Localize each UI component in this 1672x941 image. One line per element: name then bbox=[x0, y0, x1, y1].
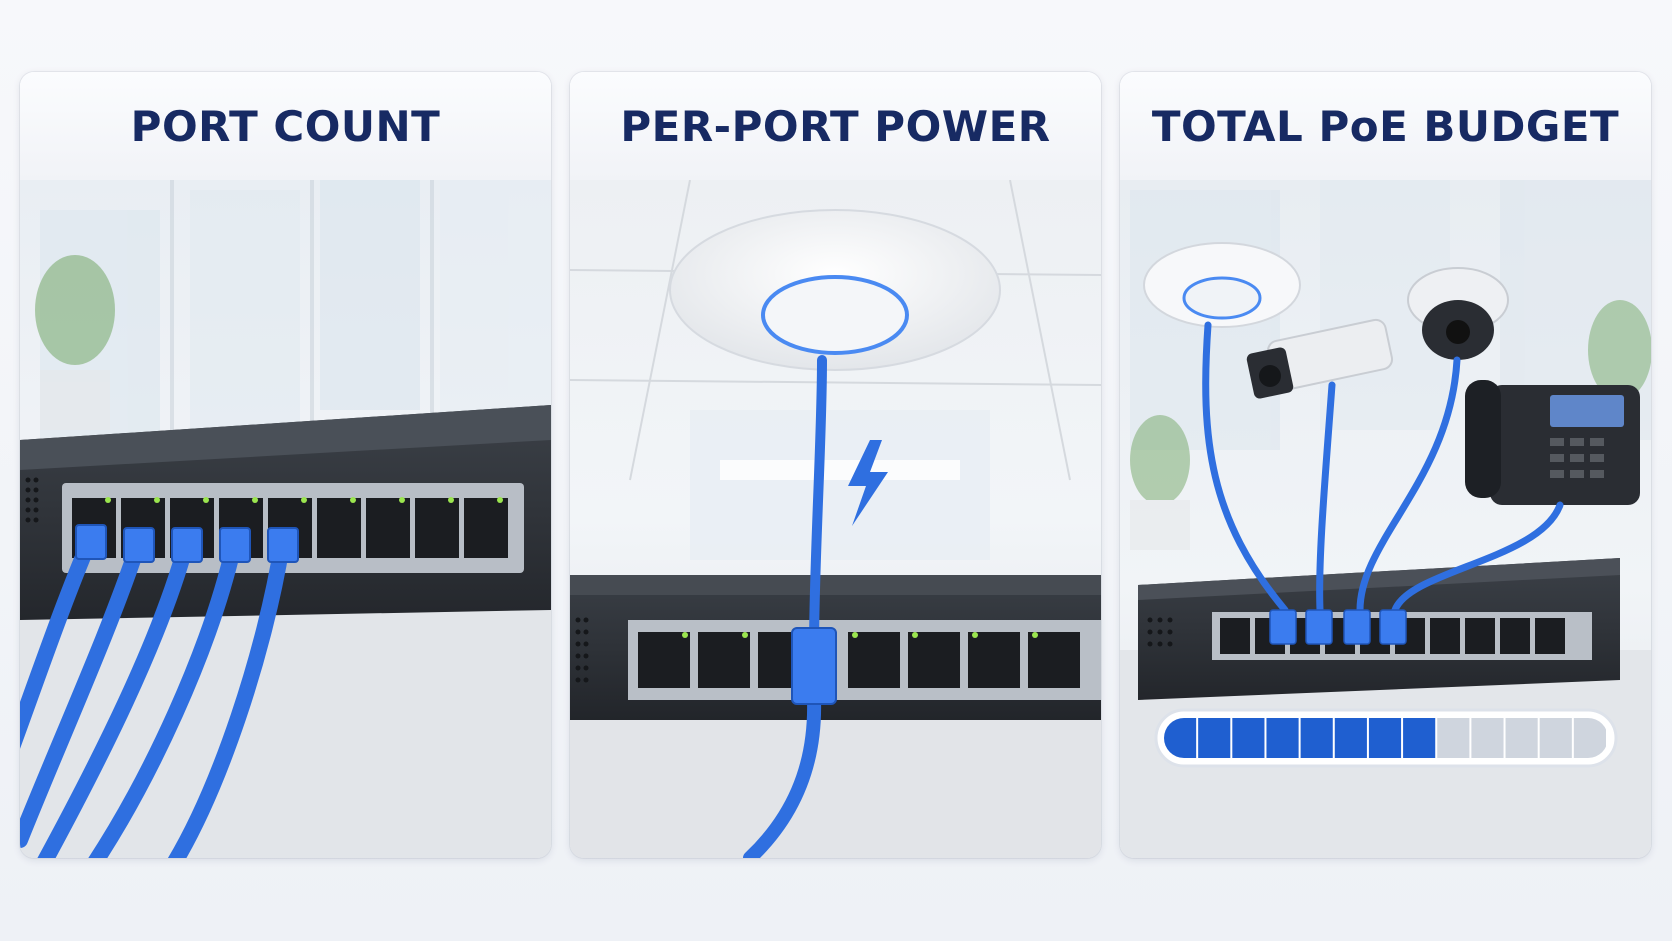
budget-segment-used bbox=[1403, 718, 1436, 758]
poe-budget-illustration bbox=[1120, 180, 1651, 858]
budget-segment-used bbox=[1300, 718, 1333, 758]
budget-segment-used bbox=[1368, 718, 1402, 758]
budget-segment-used bbox=[1334, 718, 1367, 758]
panel-title: PORT COUNT bbox=[130, 101, 441, 151]
ethernet-cables bbox=[20, 532, 290, 858]
panel-per-port-power: PER-PORT POWER bbox=[570, 72, 1101, 858]
panel-port-count: PORT COUNT bbox=[20, 72, 551, 858]
bullet-camera bbox=[1246, 318, 1394, 399]
dome-camera bbox=[1407, 267, 1509, 360]
budget-segment-used bbox=[1266, 718, 1299, 758]
panel-header: TOTAL PoE BUDGET bbox=[1120, 72, 1651, 181]
budget-segment-used bbox=[1232, 718, 1265, 758]
switch-with-cables-image bbox=[20, 180, 551, 858]
poe-devices-image bbox=[1120, 180, 1651, 858]
budget-segment-free bbox=[1471, 718, 1504, 758]
poe-budget-bar bbox=[1154, 708, 1618, 768]
ethernet-ports bbox=[638, 632, 1080, 688]
wireless-access-point bbox=[1143, 242, 1301, 328]
panel-header: PORT COUNT bbox=[20, 72, 551, 181]
ethernet-cables bbox=[1202, 321, 1564, 614]
budget-segment-used bbox=[1198, 718, 1231, 758]
budget-segment-used bbox=[1164, 718, 1197, 758]
budget-segment-free bbox=[1573, 718, 1606, 758]
ip-phone bbox=[1465, 380, 1640, 505]
plant bbox=[35, 255, 115, 430]
access-point-image bbox=[570, 180, 1101, 858]
lightning-icon bbox=[848, 440, 888, 526]
plant bbox=[1130, 300, 1651, 550]
budget-segment-free bbox=[1437, 718, 1470, 758]
panel-title: TOTAL PoE BUDGET bbox=[1151, 101, 1620, 151]
panel-total-poe-budget: TOTAL PoE BUDGET bbox=[1120, 72, 1651, 858]
wireless-access-point bbox=[669, 209, 1001, 371]
budget-segment-free bbox=[1505, 718, 1538, 758]
ethernet-cable bbox=[743, 355, 837, 858]
per-port-power-illustration bbox=[570, 180, 1101, 858]
budget-segment-free bbox=[1539, 718, 1572, 758]
panel-title: PER-PORT POWER bbox=[620, 101, 1051, 151]
panel-header: PER-PORT POWER bbox=[570, 72, 1101, 181]
port-count-illustration bbox=[20, 180, 551, 858]
